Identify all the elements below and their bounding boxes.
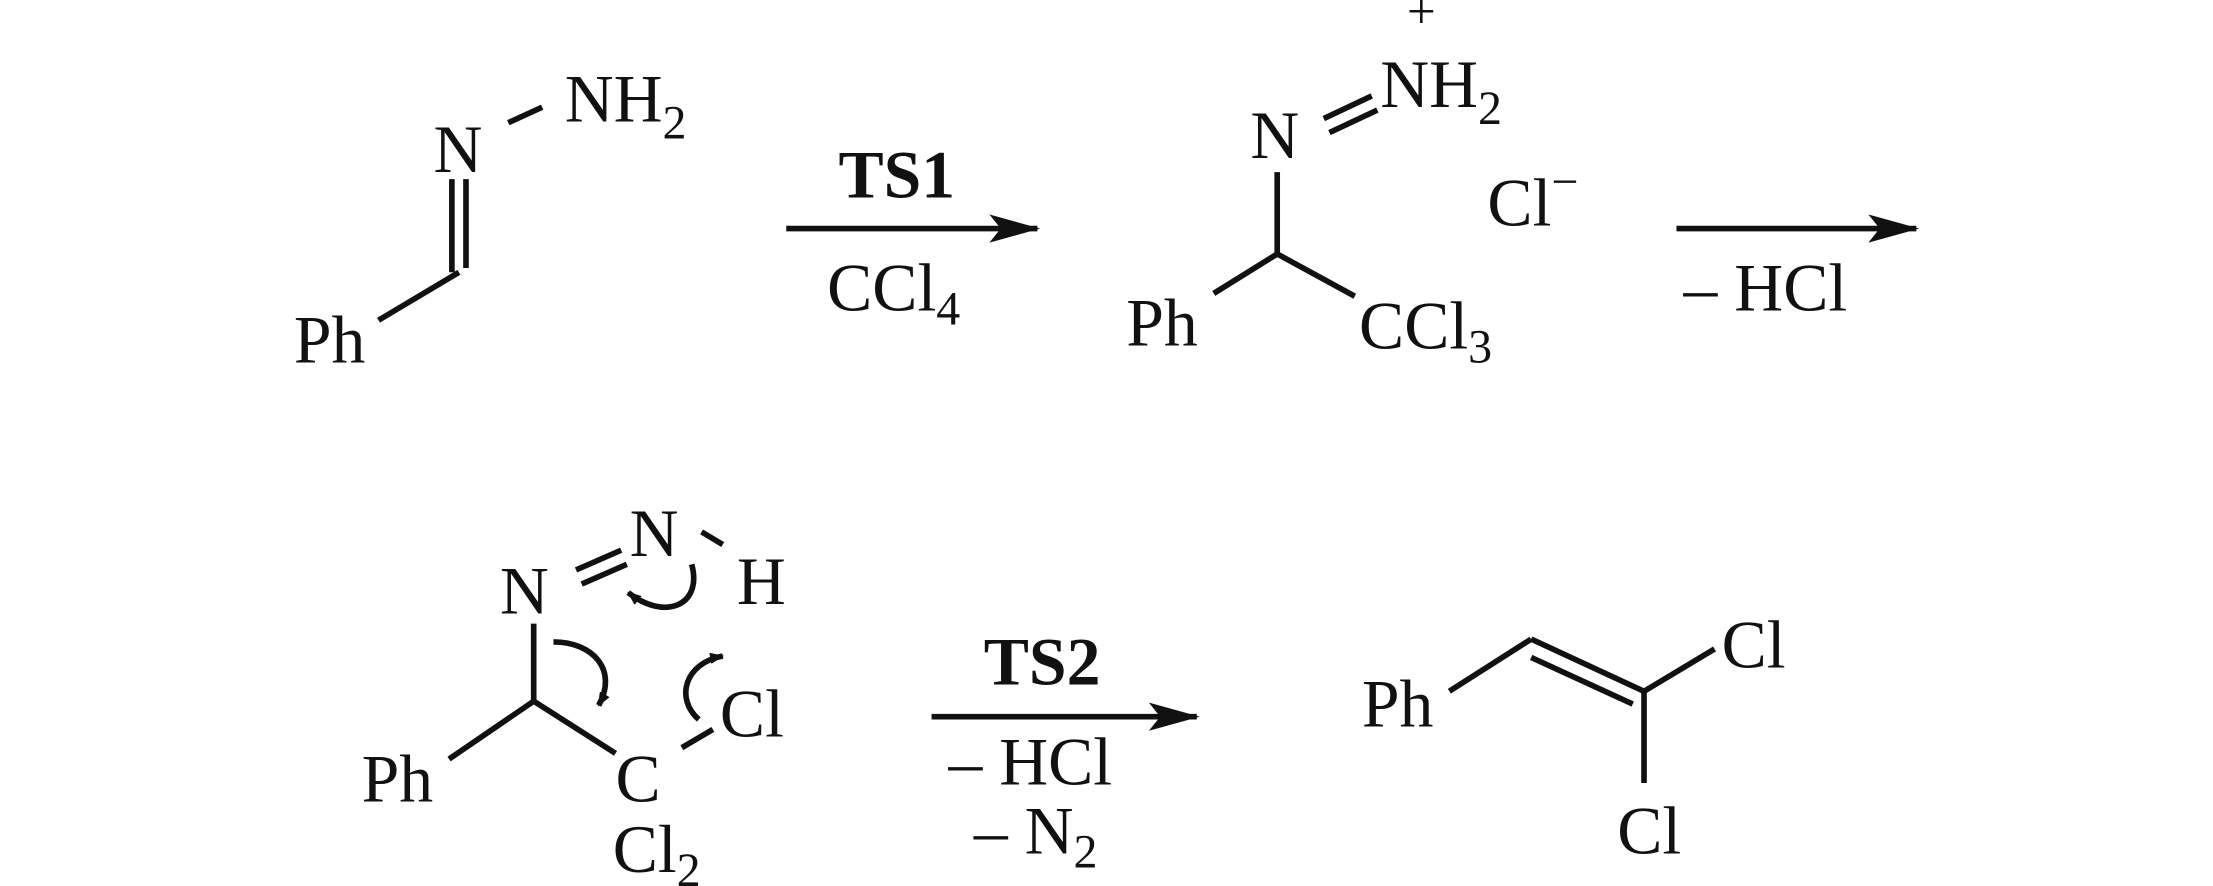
bond (1447, 636, 1533, 694)
ts1-label: TS1 (838, 138, 955, 213)
cl-label: Cl (720, 676, 784, 751)
minus-n2-label: – N2 (973, 794, 1098, 879)
bond (1642, 646, 1717, 694)
chloride-label: Cl− (1487, 156, 1578, 241)
intermediate-diazene: N N H Ph C Cl Cl2 (362, 496, 786, 886)
bond (700, 529, 725, 547)
bond (377, 269, 461, 323)
ccl4-label: CCl4 (827, 250, 960, 335)
intermediate-diazenium: + NH2 N Ph CCl3 Cl− (1126, 0, 1578, 374)
bond (1212, 251, 1279, 296)
n2-label: N (630, 496, 679, 571)
n-label: N (1250, 98, 1299, 173)
ts2-label: TS2 (984, 624, 1101, 699)
double-bond (580, 561, 628, 587)
reactant-hydrazone: Ph N NH2 (294, 61, 687, 377)
h-label: H (737, 544, 786, 619)
c-label: C (616, 741, 661, 816)
minus-hcl-label: – HCl (1683, 250, 1848, 325)
reactant-nh2-label: NH2 (565, 61, 687, 149)
reactant-ph-label: Ph (294, 303, 366, 378)
ccl3-label: CCl3 (1359, 288, 1492, 373)
cl2-label: Cl (1617, 794, 1681, 869)
minus-hcl-label: – HCl (947, 724, 1112, 799)
double-bond (1328, 107, 1379, 136)
arrow-ts1: TS1 CCl4 (786, 138, 1041, 335)
bond (680, 726, 715, 751)
ph-label: Ph (362, 741, 434, 816)
product-dichlorostyrene: Ph Cl Cl (1362, 607, 1786, 868)
double-bond (1529, 636, 1646, 694)
arrow-minus-hcl: – HCl (1676, 214, 1920, 325)
nh2-plus-label: NH2 (1380, 47, 1502, 135)
bond (507, 104, 544, 126)
bond (1275, 251, 1357, 299)
bond (447, 698, 536, 762)
bond (532, 698, 618, 756)
curly-arrow-icon (626, 563, 697, 610)
double-bond (574, 547, 623, 573)
ph-label: Ph (1362, 667, 1434, 742)
curly-arrow-icon (553, 639, 610, 707)
double-bond (1529, 654, 1634, 707)
double-bond (1322, 93, 1373, 122)
curly-arrow-icon (682, 652, 725, 722)
cl2-label: Cl2 (613, 812, 701, 886)
n1-label: N (500, 554, 549, 629)
reactant-n-label: N (434, 112, 483, 187)
arrow-ts2: TS2 – HCl – N2 (931, 624, 1200, 879)
cl1-label: Cl (1722, 607, 1786, 682)
plus-charge: + (1407, 0, 1436, 39)
ph-label: Ph (1126, 286, 1198, 361)
